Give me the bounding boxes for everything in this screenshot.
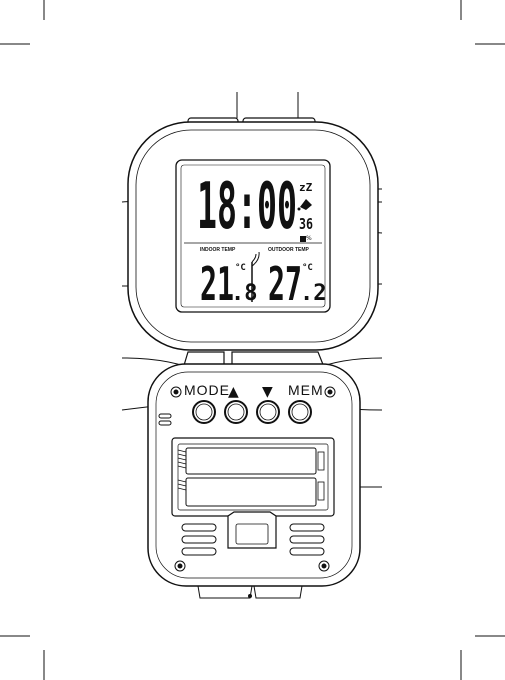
indoor-temp-integer: 21 [200,257,234,311]
up-button[interactable] [225,401,247,423]
down-arrow-label: ▼ [262,384,273,400]
indoor-temp-decimal: .8 [231,281,258,306]
snooze-indicator: zZ [299,181,313,194]
outdoor-temp-integer: 27 [268,257,302,311]
battery-compartment [172,438,334,516]
indoor-temp-label: INDOOR TEMP [200,247,236,253]
clock-back: MODE ▲ ▼ MEM [148,352,360,598]
time-display: 18:00 [197,170,297,244]
stand[interactable] [228,512,276,548]
clock-front: 18:00 zZ 36 % INDOOR TEMP OUTDOOR TEMP 2… [128,118,378,350]
mode-label: MODE [184,382,230,398]
indoor-temp-unit: °C [235,263,246,273]
mem-label: MEM [288,382,324,398]
mode-button[interactable] [193,401,215,423]
up-arrow-label: ▲ [228,384,239,400]
mem-button[interactable] [289,401,311,423]
down-button[interactable] [257,401,279,423]
back-feet [198,586,302,598]
outdoor-temp-unit: °C [302,263,313,273]
svg-text:%: % [306,235,312,242]
humidity-icon: % [300,235,312,242]
outdoor-temp-label: OUTDOOR TEMP [268,247,309,253]
outdoor-temp-decimal: .2 [300,281,327,306]
humidity-value: 36 [299,215,313,233]
